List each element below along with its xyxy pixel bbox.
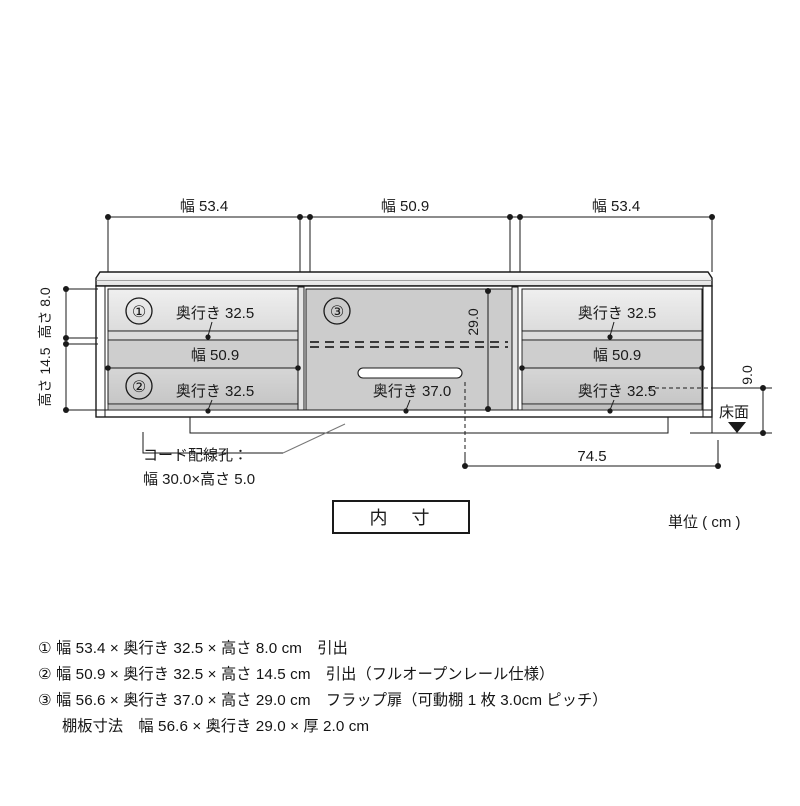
- cord-hole-line-1: コード配線孔：: [143, 447, 248, 464]
- leader-dot-left-top: [205, 334, 211, 340]
- left-dim-label-2: 高さ 14.5: [37, 347, 53, 406]
- label-left-top-depth: 奥行き 32.5: [176, 305, 254, 322]
- divider-post-right: [511, 286, 519, 411]
- top-dim-label-right: 幅 53.4: [592, 198, 640, 215]
- right-dimension-group: 9.0 床面: [648, 365, 772, 436]
- floor-clearance-label: 9.0: [739, 365, 755, 385]
- left-drawer-1-rail: [107, 330, 299, 341]
- marker-3-circle: [323, 297, 351, 325]
- leader-dot-right-top: [607, 334, 613, 340]
- right-mid-width-dot-a: [519, 365, 525, 371]
- center-dim-dot-a: [485, 288, 491, 294]
- cabinet-body: [95, 271, 713, 434]
- title-box: 内 寸: [332, 500, 470, 534]
- section-markers: ① ② ③: [125, 297, 351, 400]
- spec-item-3: ③ 幅 56.6 × 奥行き 37.0 × 高さ 29.0 cm フラップ扉（可…: [38, 692, 608, 709]
- leader-dot-center: [403, 408, 409, 414]
- right-drawer-2: [521, 367, 703, 405]
- label-center-depth: 奥行き 37.0: [373, 383, 451, 400]
- marker-2-circle: [125, 372, 153, 400]
- cord-hole-callout: コード配線孔： 幅 30.0×高さ 5.0: [142, 423, 346, 488]
- marker-1-label: ①: [132, 304, 146, 321]
- left-mid-width-dot-a: [105, 365, 111, 371]
- cabinet-text-labels: 奥行き 32.5 幅 50.9 奥行き 32.5 奥行き 37.0 奥行き 32…: [105, 305, 705, 414]
- title-box-frame: [332, 500, 470, 534]
- unit-note: 単位 ( cm ): [668, 514, 741, 531]
- top-dim-label-left: 幅 53.4: [180, 198, 228, 215]
- spec-item-4: 棚板寸法 幅 56.6 × 奥行き 29.0 × 厚 2.0 cm: [62, 718, 370, 735]
- leader-dot-left-bottom: [205, 408, 211, 414]
- top-dimension-endpoints: [105, 214, 715, 220]
- left-mid-band: [107, 339, 299, 369]
- top-dim-label-center: 幅 50.9: [381, 198, 429, 215]
- bottom-dim-label: 74.5: [577, 448, 606, 465]
- cord-hole-leader: [282, 423, 346, 454]
- left-dimension-group: 高さ 8.0 高さ 14.5: [37, 286, 98, 413]
- cord-hole-bracket: [142, 432, 283, 454]
- title-box-label: 内 寸: [370, 508, 433, 528]
- label-right-bottom-depth: 奥行き 32.5: [578, 383, 656, 400]
- divider-post-left: [297, 286, 305, 411]
- center-dim-dot-b: [485, 406, 491, 412]
- right-mid-width-dot-b: [699, 365, 705, 371]
- label-left-bottom-depth: 奥行き 32.5: [176, 383, 254, 400]
- top-dimension-group: [107, 216, 713, 272]
- left-dim-label-1: 高さ 8.0: [37, 287, 53, 339]
- floor-surface-label: 床面: [719, 404, 749, 421]
- center-flap-door: [305, 288, 513, 411]
- bottom-dim-dot-a: [462, 463, 468, 469]
- center-dim-label: 29.0: [465, 308, 481, 335]
- right-mid-band: [521, 339, 703, 369]
- leader-right-top-depth: [609, 321, 615, 337]
- spec-item-1: ① 幅 53.4 × 奥行き 32.5 × 高さ 8.0 cm 引出: [38, 640, 348, 657]
- center-height-dimension: 29.0: [465, 288, 491, 412]
- leader-right-bottom-depth: [609, 399, 615, 411]
- label-right-top-depth: 奥行き 32.5: [578, 305, 656, 322]
- floor-surface-triangle-icon: [728, 422, 746, 433]
- cord-hole-line-2: 幅 30.0×高さ 5.0: [143, 471, 255, 488]
- leader-left-top-depth: [207, 321, 213, 337]
- bottom-dimension-group: 74.5: [462, 382, 721, 469]
- marker-2-label: ②: [132, 379, 146, 396]
- left-drawer-2-rail: [107, 403, 299, 411]
- leader-center-depth: [405, 399, 411, 411]
- cabinet-plinth: [189, 417, 669, 434]
- marker-3-label: ③: [330, 304, 344, 321]
- right-drawer-1: [521, 288, 703, 332]
- bottom-dim-dot-b: [715, 463, 721, 469]
- floor-dim-dot-a: [760, 385, 766, 391]
- label-right-mid-width: 幅 50.9: [593, 347, 641, 364]
- spec-list: ① 幅 53.4 × 奥行き 32.5 × 高さ 8.0 cm 引出 ② 幅 5…: [38, 636, 798, 740]
- cabinet-top-panel: [95, 271, 713, 287]
- flap-door-handle: [357, 367, 463, 379]
- marker-1-circle: [125, 297, 153, 325]
- floor-dim-dot-b: [760, 430, 766, 436]
- label-left-mid-width: 幅 50.9: [191, 347, 239, 364]
- left-mid-width-dot-b: [295, 365, 301, 371]
- leader-dot-right-bottom: [607, 408, 613, 414]
- leader-left-bottom-depth: [207, 399, 213, 411]
- spec-item-2: ② 幅 50.9 × 奥行き 32.5 × 高さ 14.5 cm 引出（フルオー…: [38, 666, 555, 683]
